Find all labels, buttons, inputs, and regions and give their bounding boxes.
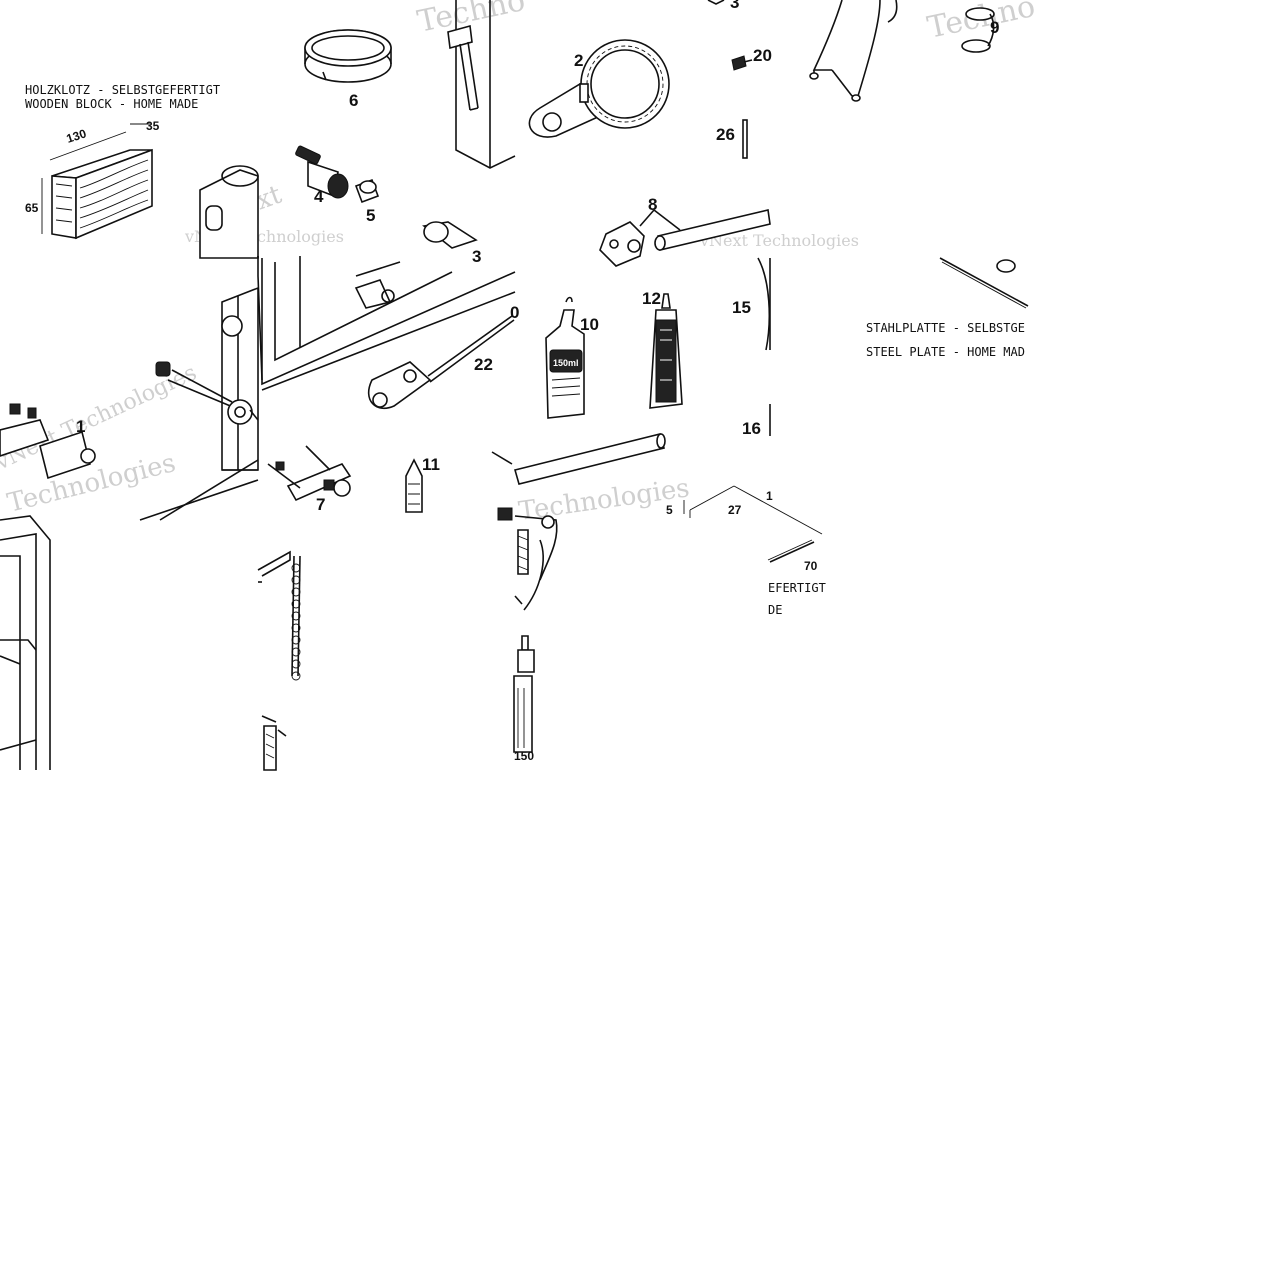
part-3-bar — [354, 221, 478, 309]
part-number-3-mid: 3 — [472, 247, 481, 266]
part-16-block: 16 — [742, 404, 771, 438]
part-4-socket: 4 — [295, 145, 349, 206]
slide-hammer: 150 — [513, 635, 535, 763]
chain — [291, 555, 301, 681]
main-stand: 3 — [139, 247, 516, 521]
part-number-22: 22 — [474, 355, 493, 374]
part-8-plate: 8 — [599, 195, 771, 267]
watermarks: vNext Technologies vNext Technologies Te… — [0, 0, 1038, 527]
partial-label-en: DE — [768, 603, 782, 617]
dim-block-width: 35 — [146, 119, 160, 133]
chain-tool — [257, 550, 301, 771]
steel-plate-note: STAHLPLATTE - SELBSTGE STEEL PLATE - HOM… — [866, 257, 1029, 359]
part-5-sleeve: 5 — [354, 178, 380, 225]
part-10-bottle: 150ml 10 — [545, 296, 599, 419]
bottle-label: 150ml — [553, 358, 579, 368]
stand-frame-left — [199, 165, 259, 259]
part-number-0-fragment: 0 — [510, 303, 519, 322]
part-number-7: 7 — [316, 495, 325, 514]
part-9-hook: 9 — [961, 7, 999, 53]
part-number-12: 12 — [642, 289, 661, 308]
gear-puller — [497, 507, 558, 611]
bracket-top-right — [809, 0, 898, 102]
part-20-screw: 20 — [731, 46, 772, 71]
part-number-20: 20 — [753, 46, 772, 65]
wood-grain — [55, 159, 149, 229]
long-rod — [491, 433, 666, 485]
part-6-ring: 6 — [304, 29, 392, 110]
part-number-11: 11 — [422, 455, 440, 474]
part-number-5: 5 — [366, 206, 375, 225]
dim-plate-length: 70 — [804, 559, 818, 573]
part-3-fragment: 3 — [707, 0, 739, 12]
part-1-holder: 1 — [0, 403, 96, 480]
dim-block-length: 130 — [65, 126, 89, 146]
part-number-2: 2 — [574, 51, 583, 70]
part-7-puller: 7 — [267, 445, 352, 514]
part-number-4: 4 — [314, 187, 324, 206]
part-11-vial: 11 — [405, 455, 440, 513]
frame-bottom-left — [0, 515, 51, 770]
dim-plate-depth: 27 — [728, 503, 742, 517]
part-number-10: 10 — [580, 315, 599, 334]
watermark: Techno — [924, 0, 1038, 46]
partial-label-de: EFERTIGT — [768, 581, 826, 595]
steel-plate-label-de: STAHLPLATTE - SELBSTGE — [866, 321, 1025, 335]
part-number-9: 9 — [990, 18, 999, 37]
part-26-pin: 26 — [716, 119, 748, 159]
part-15-bracket: 15 — [732, 257, 771, 351]
part-number-1: 1 — [76, 417, 85, 436]
watermark: vNext Technologies — [699, 231, 859, 250]
dim-block-height: 65 — [25, 201, 39, 215]
wooden-block-note: HOLZKLOTZ - SELBSTGEFERTIGT WOODEN BLOCK… — [25, 83, 220, 111]
steel-plate-label-en: STEEL PLATE - HOME MAD — [866, 345, 1025, 359]
dim-fragment-1: 1 — [766, 489, 773, 503]
plate-dimension-sketch: 5 27 70 1 EFERTIGT DE — [666, 485, 826, 617]
part-number-150: 150 — [514, 749, 534, 763]
part-22-pin-wrench: 22 0 — [367, 303, 519, 409]
part-number-6: 6 — [349, 91, 358, 110]
part-number-26: 26 — [716, 125, 735, 144]
dim-plate-height: 5 — [666, 503, 673, 517]
part-12-tube: 12 — [642, 289, 683, 409]
wooden-block-drawing: 130 35 65 — [25, 119, 160, 240]
part-number-15: 15 — [732, 298, 751, 317]
part-number-3-top: 3 — [730, 0, 739, 12]
wooden-block-label-en: WOODEN BLOCK - HOME MADE — [25, 97, 198, 111]
wooden-block-label-de: HOLZKLOTZ - SELBSTGEFERTIGT — [25, 83, 220, 97]
stand-post-top — [447, 0, 516, 169]
part-2-ring-gear-holder: 2 — [528, 39, 670, 138]
part-number-8: 8 — [648, 195, 657, 214]
part-number-16: 16 — [742, 419, 761, 438]
